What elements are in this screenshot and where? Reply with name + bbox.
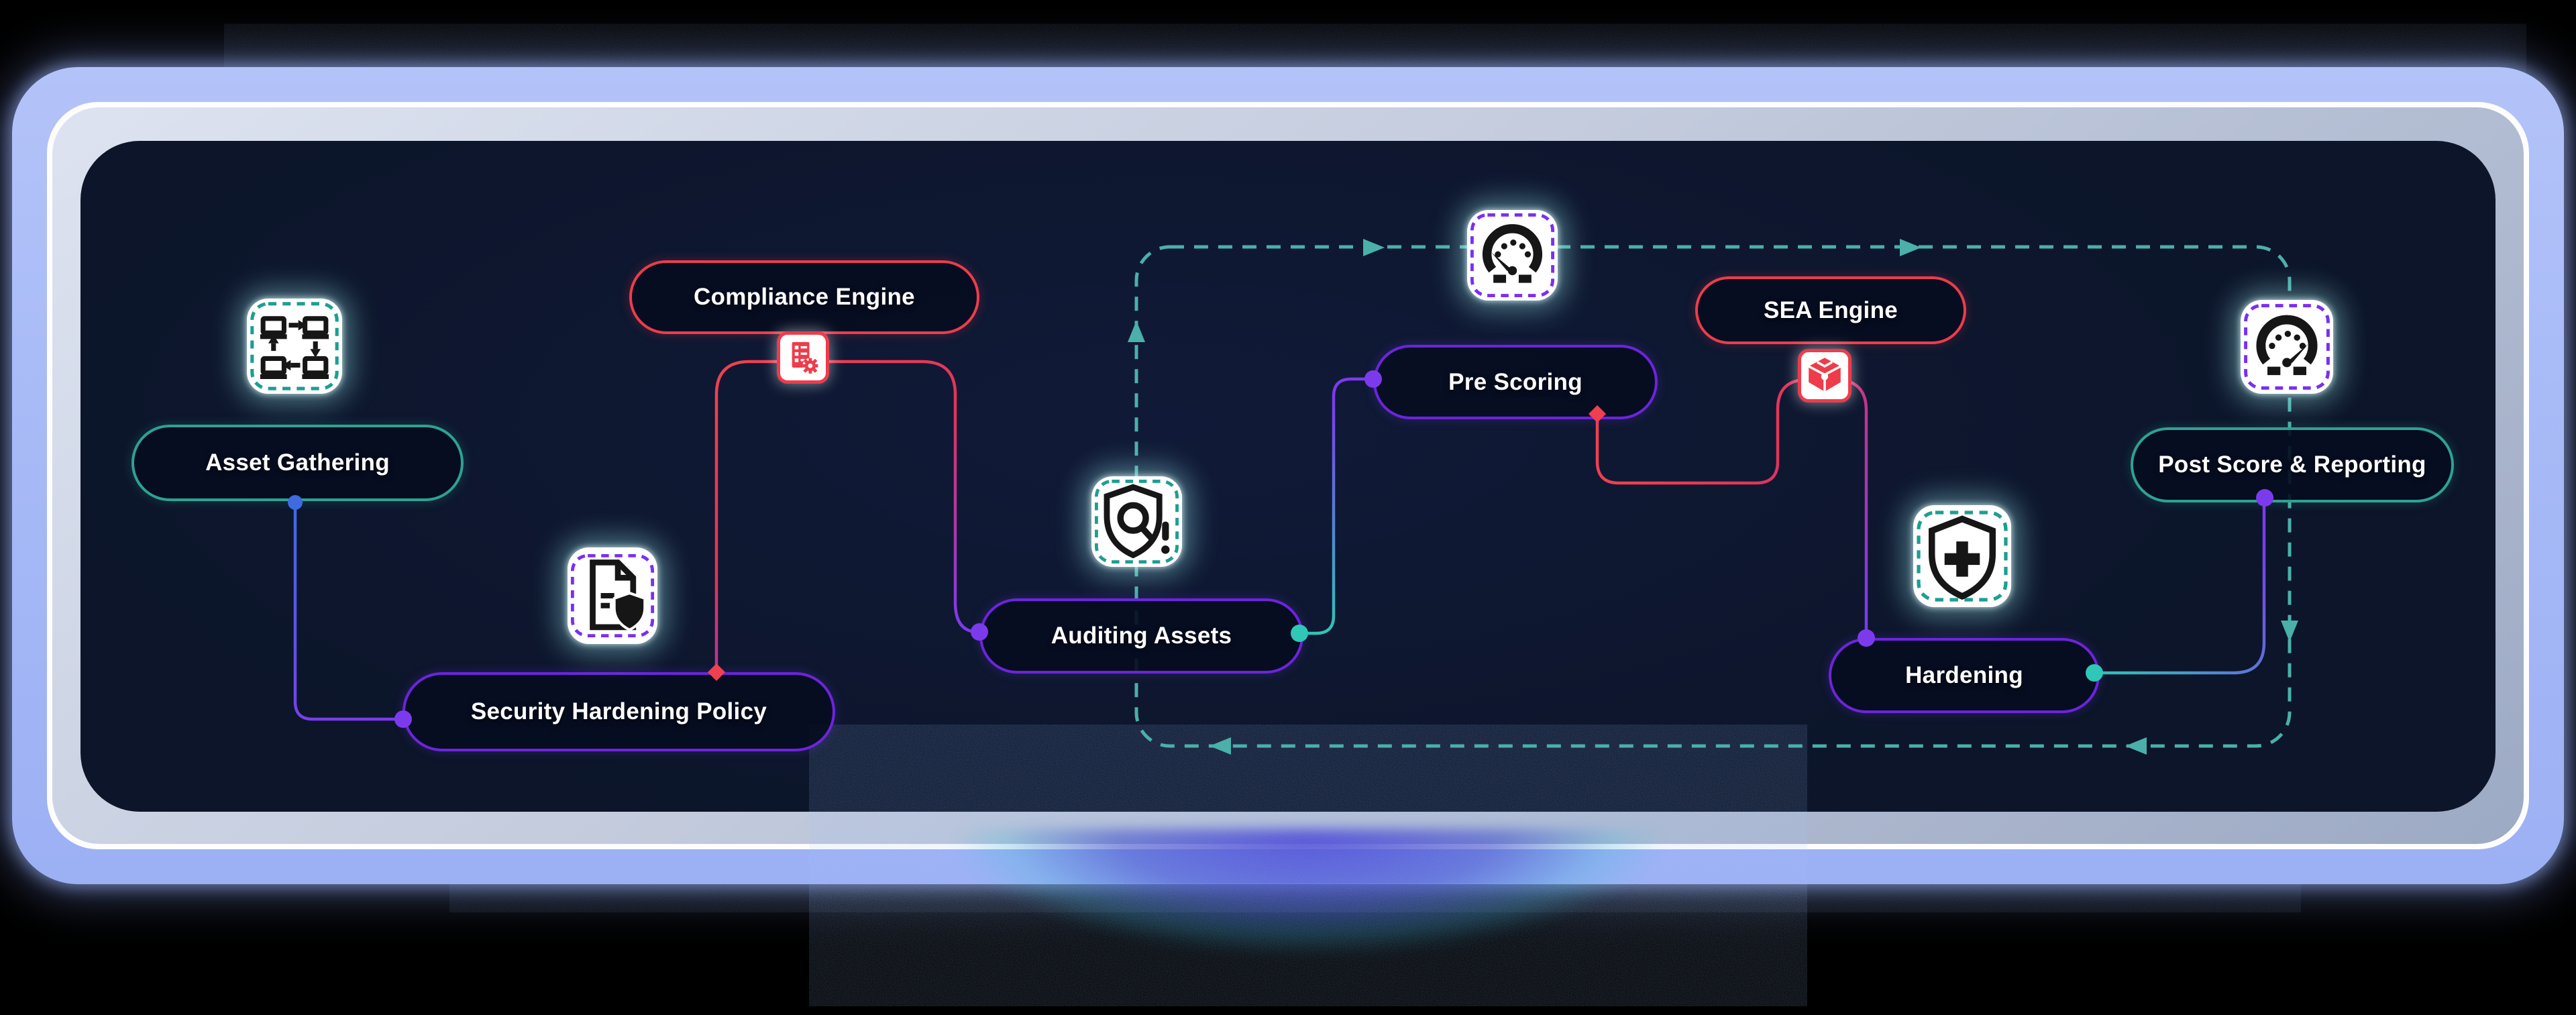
node-sea-engine: SEA Engine xyxy=(1695,276,1966,344)
node-label: Hardening xyxy=(1905,662,2023,688)
cube-icon xyxy=(1798,349,1851,403)
gauge-icon xyxy=(2241,300,2333,394)
gauge-icon xyxy=(1467,210,1558,301)
bottom-glow xyxy=(865,829,1751,1014)
node-label: Auditing Assets xyxy=(1051,623,1232,649)
node-auditing-assets: Auditing Assets xyxy=(979,598,1303,674)
node-security-hardening-policy: Security Hardening Policy xyxy=(402,672,835,751)
node-label: Security Hardening Policy xyxy=(470,698,767,725)
node-hardening: Hardening xyxy=(1829,638,2100,713)
node-pre-scoring: Pre Scoring xyxy=(1373,345,1658,419)
node-label: Compliance Engine xyxy=(694,284,915,310)
node-compliance-engine: Compliance Engine xyxy=(629,260,979,334)
node-label: Pre Scoring xyxy=(1448,368,1582,395)
shield-plus-icon xyxy=(1913,505,2011,607)
node-post-score-reporting: Post Score & Reporting xyxy=(2131,427,2454,502)
node-label: SEA Engine xyxy=(1763,297,1898,323)
node-label: Asset Gathering xyxy=(205,449,390,476)
document-shield-icon xyxy=(568,547,657,644)
node-asset-gathering: Asset Gathering xyxy=(131,425,464,501)
report-gear-icon xyxy=(777,331,829,384)
shield-search-alert-icon xyxy=(1091,476,1182,567)
network-cycle-icon xyxy=(247,299,342,394)
node-label: Post Score & Reporting xyxy=(2158,451,2426,478)
